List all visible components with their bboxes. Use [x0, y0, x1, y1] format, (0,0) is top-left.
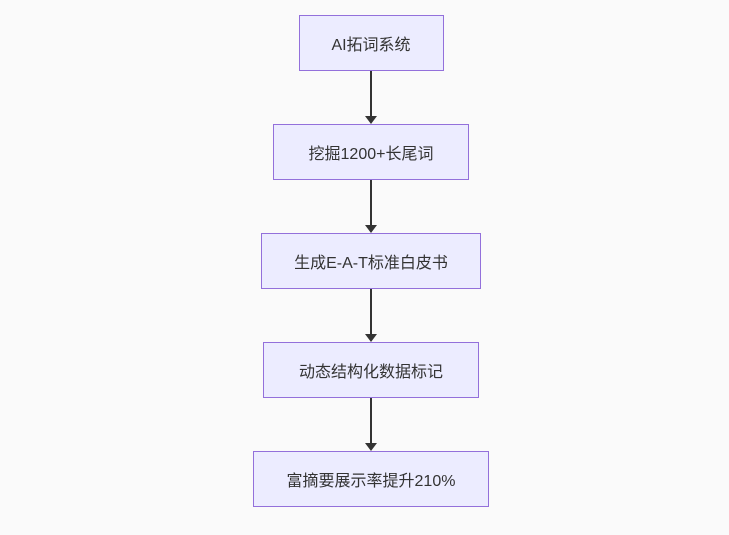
arrow-down-icon — [365, 116, 377, 124]
flow-node-label: 富摘要展示率提升210% — [286, 473, 456, 490]
arrow-line — [370, 289, 372, 334]
flow-node-ai-word-expansion-system: AI拓词系统 — [298, 15, 444, 71]
arrow-down-icon — [365, 443, 377, 451]
flow-node-label: AI拓词系统 — [331, 37, 411, 54]
flow-node-structured-data-markup: 动态结构化数据标记 — [263, 342, 479, 398]
flow-node-label: 生成E-A-T标准白皮书 — [294, 255, 448, 272]
arrow-line — [370, 71, 372, 116]
flow-node-eat-whitepaper: 生成E-A-T标准白皮书 — [261, 233, 481, 289]
flowchart: AI拓词系统 挖掘1200+长尾词 生成E-A-T标准白皮书 动态结构化数据标记… — [253, 15, 489, 507]
arrow-down-icon — [365, 334, 377, 342]
flow-edge-3 — [365, 289, 377, 342]
flow-node-longtail-keywords: 挖掘1200+长尾词 — [273, 124, 469, 180]
flow-edge-2 — [365, 180, 377, 233]
flow-edge-4 — [365, 398, 377, 451]
arrow-line — [370, 398, 372, 443]
flow-node-label: 动态结构化数据标记 — [298, 364, 443, 381]
flow-node-rich-snippet-rate: 富摘要展示率提升210% — [253, 451, 489, 507]
arrow-down-icon — [365, 225, 377, 233]
flow-node-label: 挖掘1200+长尾词 — [308, 146, 434, 163]
flow-edge-1 — [365, 71, 377, 124]
arrow-line — [370, 180, 372, 225]
